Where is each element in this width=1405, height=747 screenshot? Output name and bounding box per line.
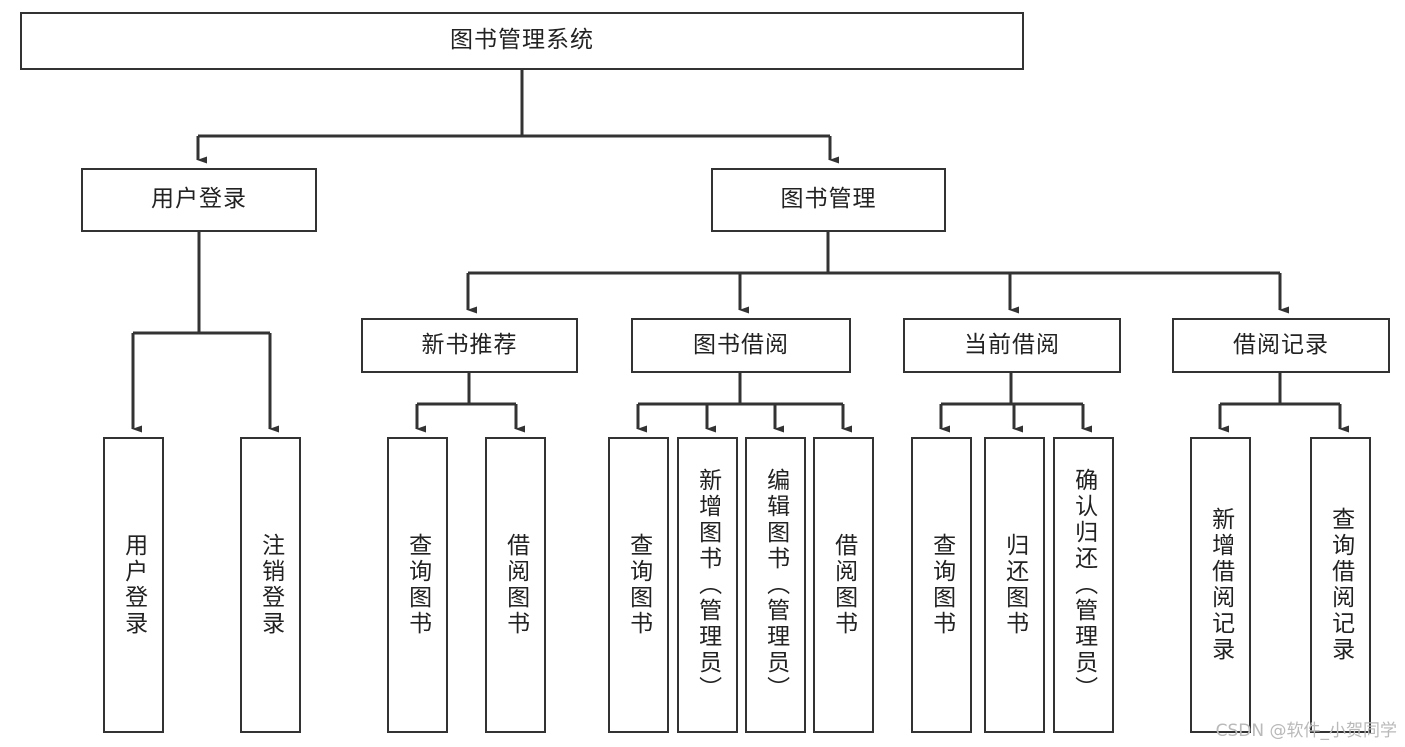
node-book-borrow-label: 图书借阅: [693, 331, 789, 358]
node-leaf-add-borrow-record[interactable]: 新增借阅记录: [1190, 437, 1251, 733]
node-book-manage[interactable]: 图书管理: [711, 168, 946, 232]
node-leaf-borrow-book-1[interactable]: 借阅图书: [485, 437, 546, 733]
node-leaf-return-book-label: 归还图书: [1001, 533, 1028, 637]
node-leaf-borrow-book-1-label: 借阅图书: [502, 533, 529, 637]
node-user-login[interactable]: 用户登录: [81, 168, 317, 232]
node-leaf-logout-login[interactable]: 注销登录: [240, 437, 301, 733]
node-root-label: 图书管理系统: [450, 27, 594, 54]
node-root[interactable]: 图书管理系统: [20, 12, 1024, 70]
node-leaf-edit-book-admin[interactable]: 编辑图书（管理员）: [745, 437, 806, 733]
node-leaf-add-book-admin-label: 新增图书（管理员）: [694, 468, 721, 702]
node-new-book-recommend-label: 新书推荐: [421, 331, 518, 358]
node-book-manage-label: 图书管理: [780, 186, 877, 213]
node-borrow-record-label: 借阅记录: [1233, 331, 1329, 358]
node-leaf-query-book-2[interactable]: 查询图书: [608, 437, 669, 733]
node-leaf-query-book-1-label: 查询图书: [404, 533, 431, 637]
node-borrow-record[interactable]: 借阅记录: [1172, 318, 1390, 373]
node-new-book-recommend[interactable]: 新书推荐: [361, 318, 578, 373]
node-leaf-user-login[interactable]: 用户登录: [103, 437, 164, 733]
node-leaf-query-borrow-record[interactable]: 查询借阅记录: [1310, 437, 1371, 733]
node-leaf-confirm-return-admin-label: 确认归还（管理员）: [1070, 468, 1097, 702]
node-leaf-query-book-1[interactable]: 查询图书: [387, 437, 448, 733]
node-leaf-query-book-3[interactable]: 查询图书: [911, 437, 972, 733]
csdn-watermark: CSDN @软件_小贺同学: [1215, 721, 1397, 741]
node-leaf-add-book-admin[interactable]: 新增图书（管理员）: [677, 437, 738, 733]
node-leaf-confirm-return-admin[interactable]: 确认归还（管理员）: [1053, 437, 1114, 733]
node-leaf-return-book[interactable]: 归还图书: [984, 437, 1045, 733]
node-leaf-query-borrow-record-label: 查询借阅记录: [1327, 507, 1354, 663]
node-book-borrow[interactable]: 图书借阅: [631, 318, 851, 373]
node-leaf-query-book-2-label: 查询图书: [625, 533, 652, 637]
node-current-borrow-label: 当前借阅: [964, 331, 1060, 358]
node-current-borrow[interactable]: 当前借阅: [903, 318, 1121, 373]
node-leaf-query-book-3-label: 查询图书: [928, 533, 955, 637]
node-user-login-label: 用户登录: [151, 186, 247, 213]
node-leaf-add-borrow-record-label: 新增借阅记录: [1207, 507, 1234, 663]
node-leaf-logout-login-label: 注销登录: [257, 533, 284, 637]
node-leaf-borrow-book-2-label: 借阅图书: [830, 533, 857, 637]
node-leaf-borrow-book-2[interactable]: 借阅图书: [813, 437, 874, 733]
node-leaf-user-login-label: 用户登录: [120, 533, 147, 637]
node-leaf-edit-book-admin-label: 编辑图书（管理员）: [762, 468, 789, 702]
